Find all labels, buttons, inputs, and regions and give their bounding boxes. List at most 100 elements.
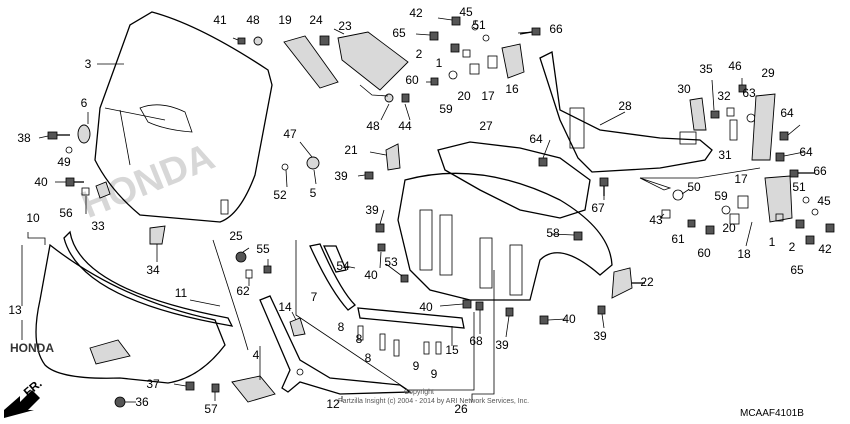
washer-45-lower[interactable] — [811, 208, 819, 216]
bolt-42-upper[interactable] — [451, 16, 461, 26]
collar-1-lower[interactable] — [775, 213, 784, 222]
washer-49[interactable] — [65, 146, 73, 154]
bolt-38[interactable] — [47, 131, 70, 140]
screw-41[interactable] — [237, 37, 246, 45]
strip-54[interactable] — [322, 245, 347, 273]
screw-39-a[interactable] — [364, 171, 374, 180]
callout-35: 35 — [699, 62, 713, 76]
screw-53[interactable] — [400, 274, 409, 283]
inner-panel-27[interactable] — [437, 141, 591, 219]
collar-62[interactable] — [245, 269, 253, 279]
pin-8-c[interactable] — [393, 339, 400, 357]
screw-58[interactable] — [573, 231, 583, 241]
screw-40-c[interactable] — [462, 299, 472, 309]
nut-48-top[interactable] — [253, 36, 263, 46]
callout-28: 28 — [618, 99, 632, 113]
grommet-59-lower[interactable] — [721, 205, 731, 215]
nut-65-lower[interactable] — [805, 235, 815, 245]
nut-61[interactable] — [687, 219, 696, 228]
bolt-66-right[interactable] — [789, 169, 815, 178]
pin-9-a[interactable] — [423, 341, 430, 355]
callout-53: 53 — [384, 255, 398, 269]
screw-39-b[interactable] — [375, 223, 385, 233]
pin-8-b[interactable] — [379, 333, 386, 351]
screw-37[interactable] — [185, 381, 195, 391]
stay-frame-28[interactable] — [539, 51, 713, 173]
nut-48-mid[interactable] — [384, 93, 394, 103]
stay-16[interactable] — [501, 43, 525, 79]
washer-51-upper[interactable] — [482, 34, 490, 42]
washer-63[interactable] — [746, 113, 756, 123]
screw-55[interactable] — [263, 265, 272, 274]
nut-25[interactable] — [235, 251, 247, 263]
windscreen[interactable] — [94, 11, 273, 223]
washer-51-lower[interactable] — [802, 196, 810, 204]
panel-22[interactable] — [611, 267, 633, 299]
screw-57[interactable] — [211, 383, 220, 393]
vent-cover-23[interactable] — [337, 31, 409, 91]
screw-39-c[interactable] — [505, 307, 514, 317]
strip-7[interactable] — [309, 243, 357, 311]
bolt-35[interactable] — [710, 110, 720, 119]
cover-4[interactable] — [231, 375, 276, 403]
nut-36[interactable] — [114, 396, 126, 408]
bracket-17-upper[interactable] — [487, 55, 498, 69]
pin-9-b[interactable] — [435, 341, 442, 355]
pin-8-a[interactable] — [357, 325, 364, 341]
collar-1-upper[interactable] — [462, 49, 471, 58]
callout-65: 65 — [790, 263, 804, 277]
stay-18[interactable] — [764, 175, 793, 223]
bracket-33[interactable] — [95, 181, 111, 199]
screw-44[interactable] — [401, 93, 410, 103]
screw-40-b[interactable] — [377, 243, 386, 252]
spacer-31[interactable] — [729, 119, 738, 141]
clip-34[interactable] — [149, 225, 166, 245]
grommet-24[interactable] — [319, 35, 330, 46]
grommet-59-upper[interactable] — [448, 70, 458, 80]
brand-watermark: HONDA — [76, 136, 221, 227]
trim-strip-11[interactable] — [63, 230, 234, 327]
screw-68[interactable] — [475, 301, 484, 311]
collar-20-lower[interactable] — [729, 213, 740, 225]
screw-39-d[interactable] — [597, 305, 606, 315]
bolt-42-lower[interactable] — [825, 223, 835, 233]
front-cowl[interactable]: HONDA — [10, 243, 226, 384]
bolt-67[interactable] — [599, 177, 609, 196]
collar-56[interactable] — [81, 187, 90, 196]
inner-cover-26[interactable] — [397, 172, 613, 301]
collar-43[interactable] — [661, 209, 671, 219]
vent-duct-19[interactable] — [283, 35, 339, 89]
bolt-66-upper[interactable] — [519, 27, 541, 36]
callout-13: 13 — [8, 303, 22, 317]
lower-trim-12[interactable] — [259, 295, 412, 395]
callout-45: 45 — [817, 194, 831, 208]
bracket-30[interactable] — [689, 97, 707, 131]
washer-2-upper[interactable] — [450, 43, 460, 53]
callout-30: 30 — [677, 82, 691, 96]
nut-65-upper[interactable] — [429, 31, 439, 41]
grommet-6[interactable] — [77, 124, 91, 144]
collar-20-upper[interactable] — [469, 63, 480, 75]
bolt-64-right[interactable] — [779, 131, 789, 141]
nut-60-lower[interactable] — [705, 225, 715, 235]
washer-50[interactable] — [672, 189, 684, 201]
screw-46[interactable] — [738, 84, 747, 93]
grommet-5[interactable] — [306, 156, 320, 170]
front-direction-arrow: FR. — [4, 376, 45, 418]
screw-40-d[interactable] — [539, 315, 549, 325]
bracket-29[interactable] — [751, 93, 776, 161]
bolt-64-center[interactable] — [538, 157, 548, 167]
washer-2-lower[interactable] — [795, 219, 805, 229]
nut-32[interactable] — [726, 107, 735, 117]
bolt-64-lower[interactable] — [775, 152, 785, 162]
strip-15[interactable] — [357, 307, 465, 329]
panel-21[interactable] — [385, 143, 401, 171]
callout-61: 61 — [671, 232, 685, 246]
cowl-badge: HONDA — [10, 341, 54, 355]
bracket-17-lower[interactable] — [737, 195, 749, 209]
washer-52[interactable] — [281, 163, 289, 171]
fr-label: FR. — [21, 376, 45, 399]
nut-60-upper[interactable] — [430, 77, 439, 86]
callout-41: 41 — [213, 13, 227, 27]
clip-14[interactable] — [289, 317, 306, 337]
